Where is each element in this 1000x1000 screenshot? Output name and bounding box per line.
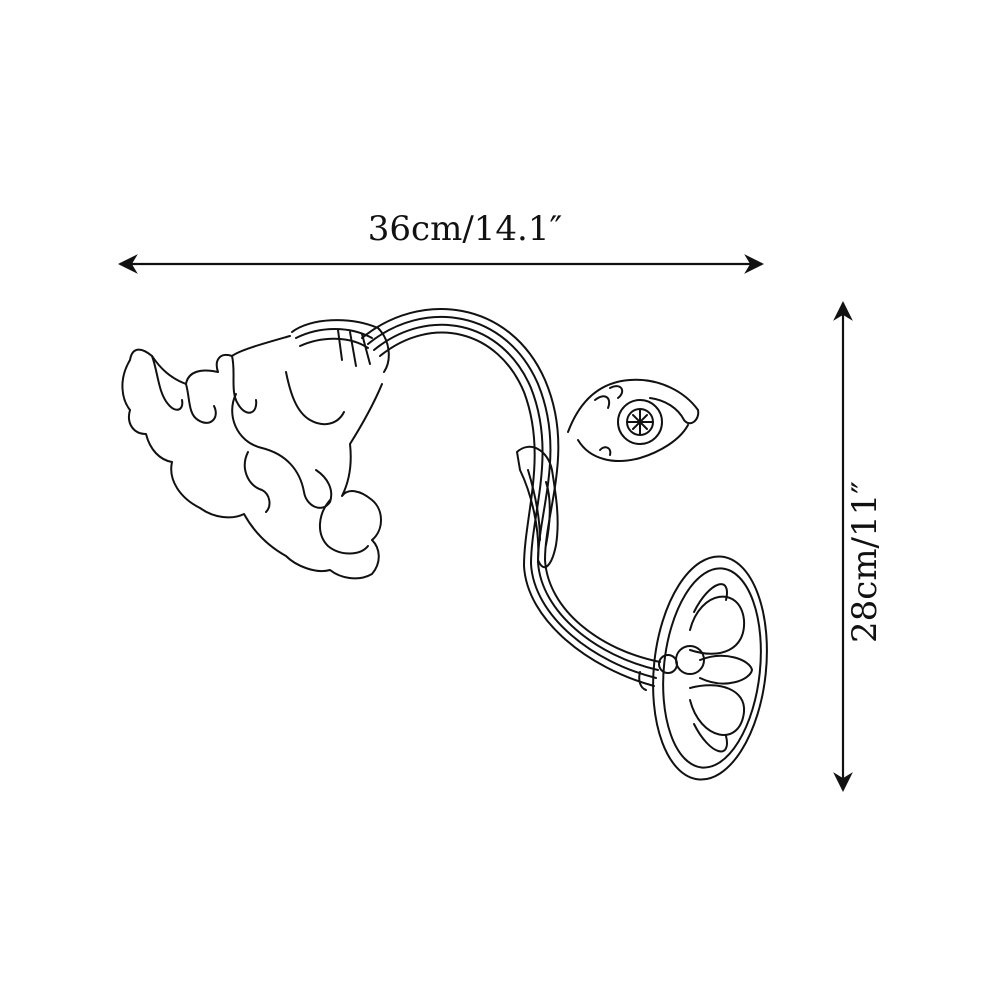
- shade-cap: [291, 319, 390, 373]
- width-dimension-label: 36cm/14.1″: [367, 209, 563, 249]
- height-dimension-label: 28cm/11″: [845, 481, 885, 643]
- wall-backplate: [638, 555, 768, 781]
- scroll-ornament: [567, 378, 700, 462]
- arm-leaf-ornament: [516, 445, 559, 569]
- lamp-arm: [361, 308, 661, 687]
- flower-glass-shade: [121, 335, 383, 580]
